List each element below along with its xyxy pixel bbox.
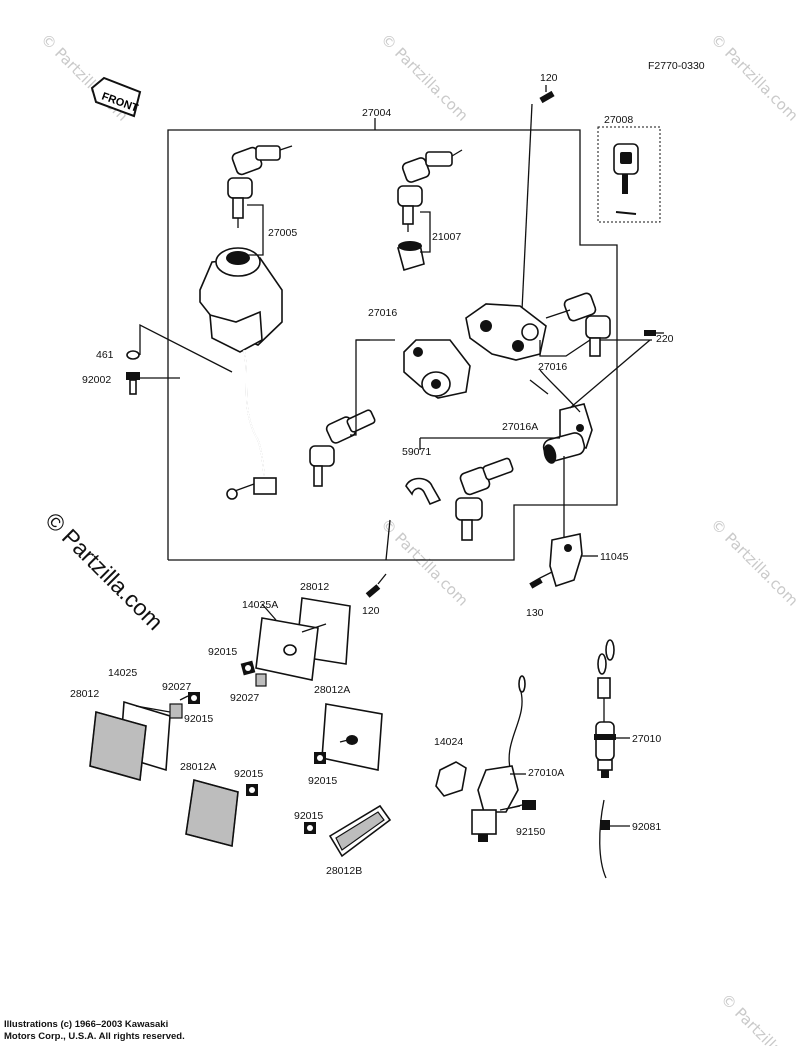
label-92015-e: 92015 <box>294 810 323 822</box>
watermark-2: © Partzilla.com <box>377 30 472 125</box>
nut-92015-b <box>188 692 200 704</box>
screw-220 <box>569 330 664 409</box>
wire-clip-92081 <box>599 799 610 879</box>
watermark-4: © Partzilla.com <box>377 515 472 610</box>
reflector-28012B <box>328 804 392 858</box>
label-92027-b: 92027 <box>162 681 191 693</box>
label-27016A: 27016A <box>502 421 538 433</box>
label-28012-left: 28012 <box>70 688 99 700</box>
screw-130 <box>529 571 553 589</box>
reflector-28012A-mid <box>321 703 383 771</box>
label-28012B: 28012B <box>326 865 362 877</box>
watermark-large: © Partzilla.com <box>40 507 168 635</box>
clip-59071 <box>405 477 442 506</box>
nut-92015-e <box>304 822 316 834</box>
front-arrow-icon: FRONT <box>90 76 142 118</box>
key-tag-27008 <box>597 126 661 223</box>
label-461: 461 <box>96 349 114 361</box>
key-icon-27016A <box>455 457 514 541</box>
switch-27010A <box>471 675 526 842</box>
key-icon-27016-right <box>545 292 611 357</box>
key-icon-21007 <box>396 149 463 272</box>
label-28012A-left: 28012A <box>180 761 216 773</box>
copyright-line-1: Illustrations (c) 1966–2003 Kawasaki <box>4 1019 169 1030</box>
screw-120-mid <box>365 519 391 598</box>
reflector-28012-top <box>255 597 351 681</box>
label-27016-upper: 27016 <box>368 307 397 319</box>
label-92015-c: 92015 <box>308 775 337 787</box>
copyright-notice: Illustrations (c) 1966–2003 Kawasaki Mot… <box>4 1019 264 1043</box>
label-27005: 27005 <box>268 227 297 239</box>
label-27008: 27008 <box>604 114 633 126</box>
screw-120-top <box>499 85 555 319</box>
screw-92150 <box>509 800 536 810</box>
label-92015-b: 92015 <box>184 713 213 725</box>
label-120-top: 120 <box>540 72 558 84</box>
key-icon-27005 <box>227 145 293 228</box>
diagram-code: F2770-0330 <box>648 60 705 72</box>
label-27016-right: 27016 <box>538 361 567 373</box>
key-icon-27016-upper <box>309 409 376 487</box>
label-14024: 14024 <box>434 736 463 748</box>
label-28012A-mid: 28012A <box>314 684 350 696</box>
watermark-layer: © Partzilla.com © Partzilla.com © Partzi… <box>37 30 800 1046</box>
watermark-3: © Partzilla.com <box>707 30 800 125</box>
label-59071: 59071 <box>402 446 431 458</box>
label-220: 220 <box>656 333 674 345</box>
nut-92015-a <box>240 660 256 676</box>
reflector-28012-left <box>89 700 171 782</box>
label-92027-a: 92027 <box>230 692 259 704</box>
label-27010A: 27010A <box>528 767 564 779</box>
bolt-92002 <box>126 372 140 395</box>
ignition-switch <box>199 247 283 500</box>
label-11045: 11045 <box>600 551 629 563</box>
label-14025A: 14025A <box>242 599 278 611</box>
label-21007: 21007 <box>432 231 461 243</box>
watermark-5: © Partzilla.com <box>707 515 800 610</box>
set-bracket-27004 <box>167 118 618 561</box>
label-92081: 92081 <box>632 821 661 833</box>
label-92150: 92150 <box>516 826 545 838</box>
helmet-lock-27016-right <box>465 303 547 361</box>
bracket-14024 <box>435 761 467 797</box>
nut-92015-c <box>314 752 326 764</box>
watermark-6: © Partzilla.com <box>717 990 800 1046</box>
label-14025: 14025 <box>108 667 137 679</box>
collar-92027-b <box>169 703 183 719</box>
label-92015-d: 92015 <box>234 768 263 780</box>
collar-92027-a <box>255 673 267 687</box>
nut-92015-d <box>246 784 258 796</box>
reflector-28012A-left <box>185 778 239 848</box>
bracket-11045 <box>549 533 583 588</box>
switch-27010 <box>594 639 616 778</box>
lock-cylinder-27016A <box>542 403 593 464</box>
washer-461 <box>126 350 140 360</box>
seat-lock-27016-upper <box>403 339 471 399</box>
label-130: 130 <box>526 607 544 619</box>
label-92015-a: 92015 <box>208 646 237 658</box>
label-28012-top: 28012 <box>300 581 329 593</box>
label-27004: 27004 <box>362 107 391 119</box>
copyright-line-2: Motors Corp., U.S.A. All rights reserved… <box>4 1031 185 1042</box>
label-27010: 27010 <box>632 733 661 745</box>
part-labels: 27004 120 27008 27005 21007 27016 220 46… <box>70 72 674 877</box>
label-92002: 92002 <box>82 374 111 386</box>
label-120-mid: 120 <box>362 605 380 617</box>
